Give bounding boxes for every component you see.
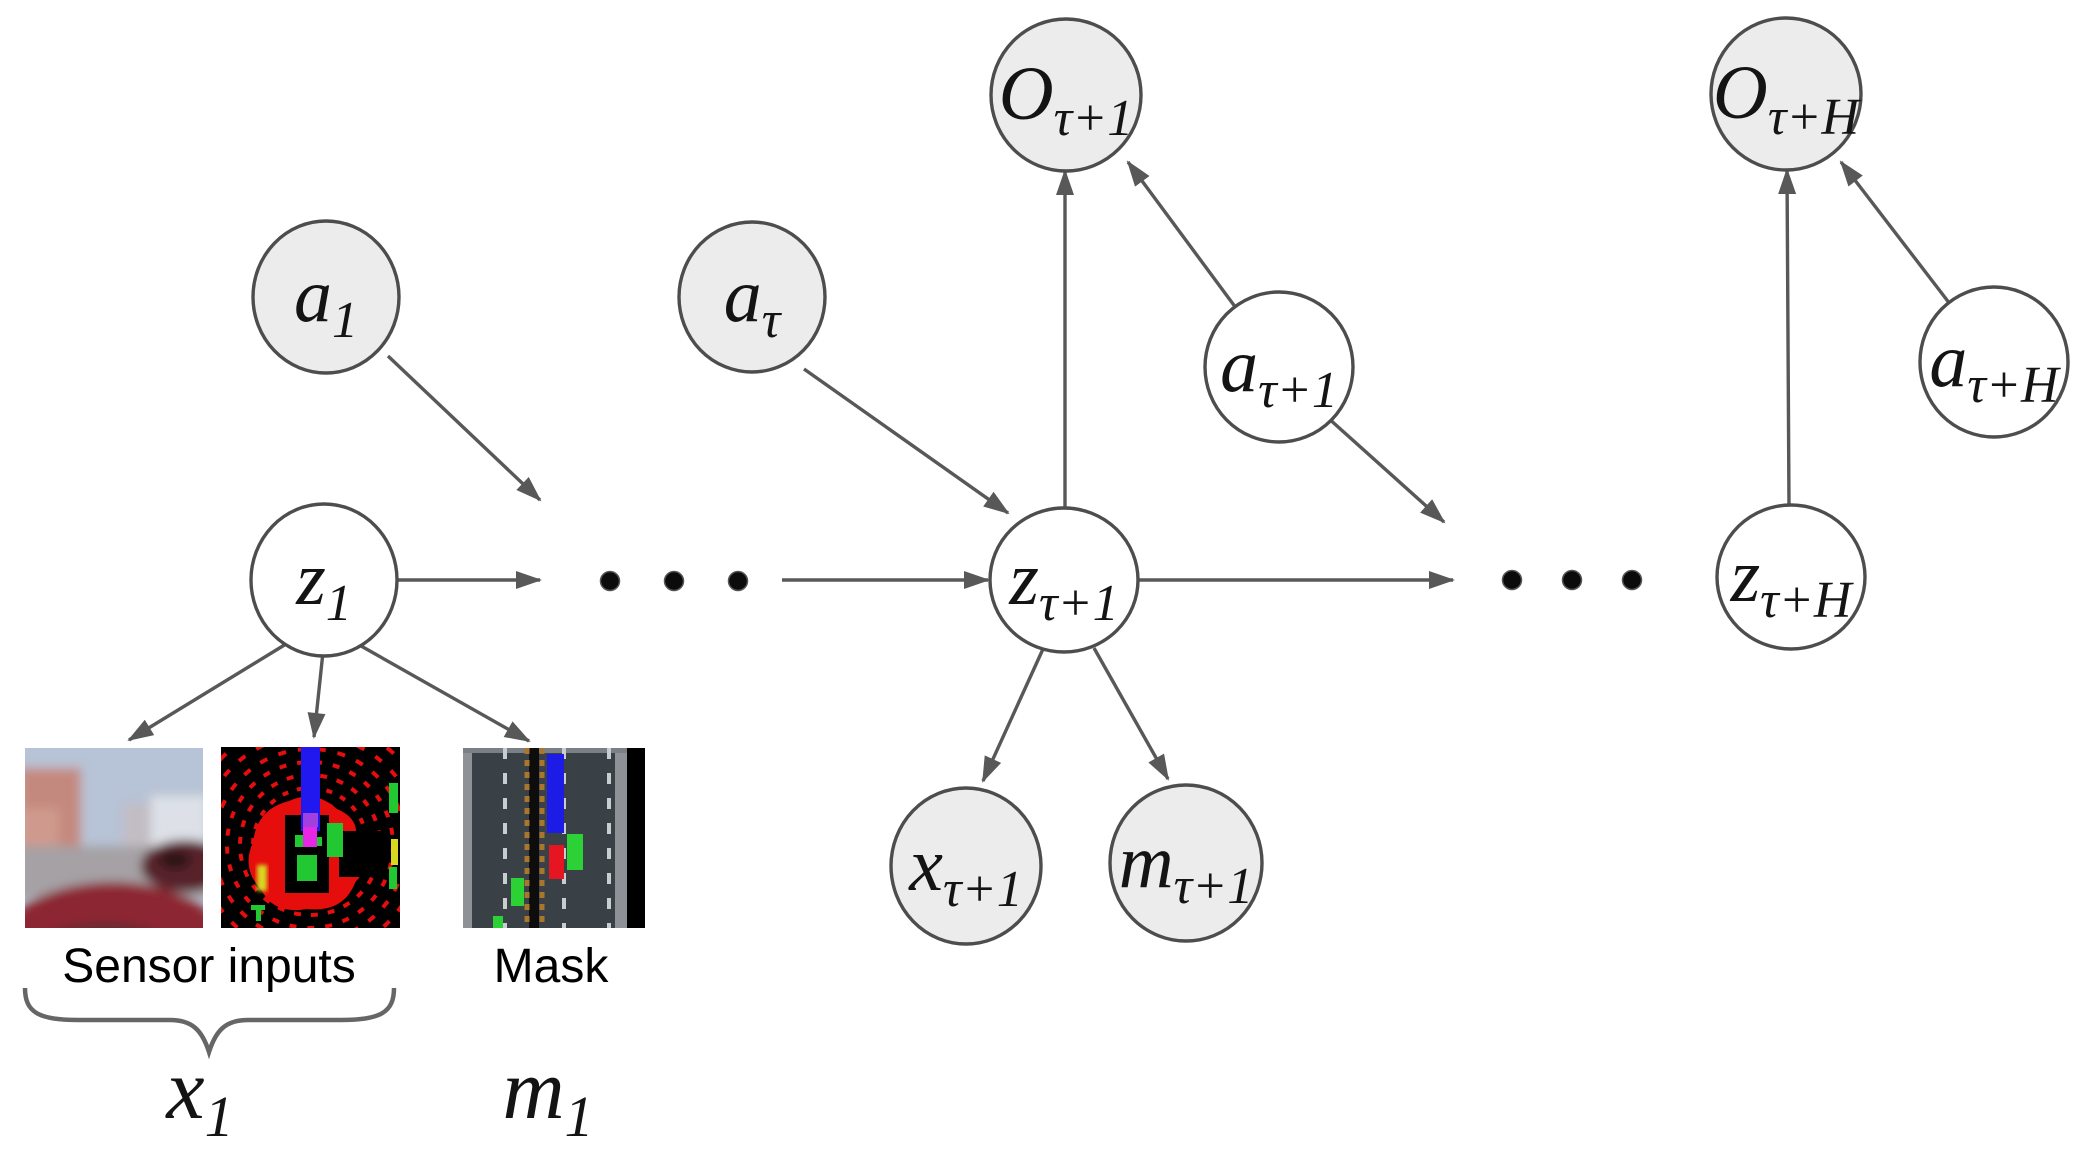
- camera-image: [25, 748, 203, 928]
- node-atau1-circle: [1203, 290, 1355, 444]
- node-xtau1-label: xτ+1: [908, 823, 1022, 918]
- node-z1: z1: [249, 502, 399, 658]
- edge-atau-to-ztau1: [803, 367, 1010, 515]
- node-Otau1-circle: [989, 17, 1143, 173]
- m1-label: m1: [502, 1041, 593, 1149]
- node-z1-label: z1: [295, 537, 352, 632]
- edges: [127, 160, 1952, 783]
- node-xtau1: xτ+1: [889, 786, 1043, 946]
- node-Otau1: Oτ+1: [989, 17, 1143, 173]
- edge-ztau1-to-xtau1: [981, 648, 1045, 783]
- ellipsis-right: [1501, 569, 1643, 591]
- node-ztau1: zτ+1: [988, 506, 1140, 654]
- edge-atau1-to-latent: [1325, 415, 1446, 524]
- edge-atauH-to-OtauH: [1839, 160, 1952, 306]
- node-ztauH-circle: [1715, 503, 1867, 651]
- node-ztauH: zτ+H: [1715, 503, 1867, 651]
- dot: [663, 570, 685, 592]
- node-ztau1-label: zτ+1: [1008, 537, 1118, 632]
- node-atau: aτ: [677, 220, 827, 374]
- edge-z1-to-mask: [353, 640, 531, 743]
- node-mtau1-circle: [1108, 783, 1264, 943]
- node-atau-circle: [677, 220, 827, 374]
- node-mtau1: mτ+1: [1108, 783, 1264, 943]
- dot: [599, 570, 621, 592]
- underbrace: [22, 987, 397, 1060]
- dot: [1621, 569, 1643, 591]
- node-a1: a1: [251, 219, 401, 375]
- node-OtauH-circle: [1709, 16, 1863, 172]
- dot: [1561, 569, 1583, 591]
- node-Otau1-label: Oτ+1: [999, 52, 1134, 147]
- dot: [727, 570, 749, 592]
- node-xtau1-circle: [889, 786, 1043, 946]
- edge-ztau1-to-mtau1: [1092, 647, 1170, 781]
- edge-atau1-to-Otau1: [1126, 160, 1238, 310]
- node-atauH: aτ+H: [1918, 285, 2070, 439]
- node-atau-label: aτ: [724, 254, 783, 349]
- edge-z1-to-lidar: [307, 651, 326, 739]
- lidar-image: [221, 747, 400, 928]
- dot: [1501, 569, 1523, 591]
- node-z1-circle: [249, 502, 399, 658]
- node-ztauH-label: zτ+H: [1730, 534, 1854, 629]
- node-a1-circle: [251, 219, 401, 375]
- node-mtau1-label: mτ+1: [1119, 820, 1254, 915]
- node-ztau1-circle: [988, 506, 1140, 654]
- node-OtauH-label: Oτ+H: [1713, 51, 1862, 146]
- node-OtauH: Oτ+H: [1709, 16, 1863, 172]
- node-atauH-label: aτ+H: [1929, 319, 2061, 414]
- x1-label: x1: [164, 1041, 233, 1149]
- mask-image: [463, 748, 645, 928]
- node-a1-label: a1: [294, 254, 358, 349]
- edge-a1-to-latent: [386, 354, 542, 502]
- edge-ztauH-to-OtauH: [1778, 168, 1797, 506]
- edge-z1-to-camera: [127, 639, 292, 742]
- node-atau1-label: aτ+1: [1220, 324, 1338, 419]
- mask-caption: Mask: [494, 940, 610, 993]
- node-atauH-circle: [1918, 285, 2070, 439]
- ellipsis-left: [599, 570, 749, 592]
- sensor-inputs-caption: Sensor inputs: [62, 940, 356, 993]
- node-atau1: aτ+1: [1203, 290, 1355, 444]
